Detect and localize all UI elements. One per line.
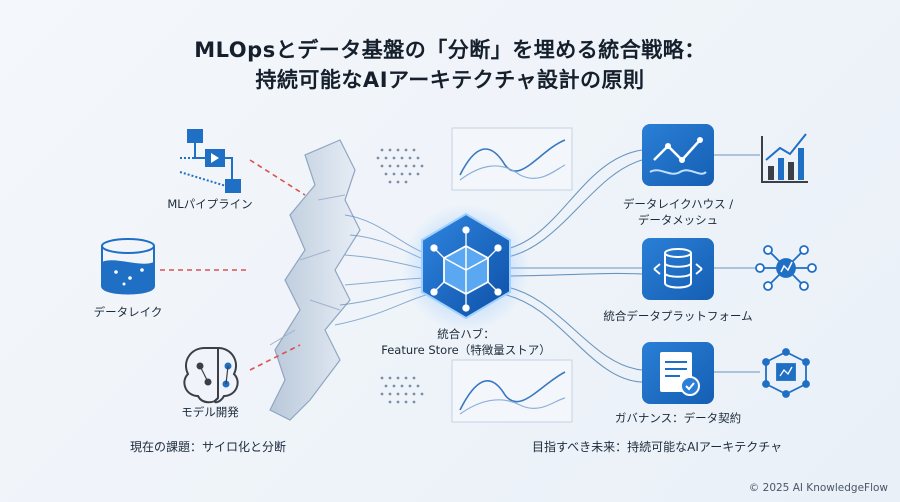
caption-future-goal: 目指すべき未来：持続可能なAIアーキテクチャ (532, 440, 783, 454)
hub-label-line-2: Feature Store（特徴量ストア） (381, 343, 551, 357)
label-ml-pipeline: MLパイプライン (167, 197, 253, 211)
label-platform: 統合データプラットフォーム (603, 309, 753, 323)
wave-chart-top-icon (451, 127, 573, 191)
contract-tile-icon (642, 342, 714, 404)
label-model-dev: モデル開発 (181, 405, 239, 419)
data-dots-bottom (380, 376, 424, 404)
copyright: © 2025 AI KnowledgeFlow (748, 482, 888, 494)
hub-label-line-1: 統合ハブ： (437, 327, 495, 341)
feature-store-hub-icon (402, 204, 530, 332)
data-dots-top (376, 148, 424, 184)
database-tile-icon (642, 238, 714, 300)
wave-chart-bottom-icon (451, 359, 573, 423)
label-data-lake: データレイク (93, 305, 163, 319)
pipeline-icon (179, 129, 241, 193)
brain-icon (183, 347, 239, 404)
lakehouse-tile-icon (642, 124, 714, 186)
hex-network-icon (762, 348, 810, 398)
label-lakehouse-line-2: データメッシュ (637, 213, 719, 227)
data-lake-icon (101, 238, 155, 295)
label-governance: ガバナンス：データ契約 (614, 411, 742, 425)
bar-chart-icon (761, 133, 808, 183)
network-icon (755, 245, 817, 291)
broken-links (160, 159, 306, 371)
caption-current-issue: 現在の課題：サイロ化と分断 (130, 440, 287, 454)
title-line-2: 持続可能なAIアーキテクチャ設計の原則 (255, 68, 645, 92)
label-lakehouse-line-1: データレイクハウス / (622, 197, 734, 211)
title-line-1: MLOpsとデータ基盤の「分断」を埋める統合戦略： (194, 38, 706, 62)
crack-fissure (269, 139, 361, 421)
